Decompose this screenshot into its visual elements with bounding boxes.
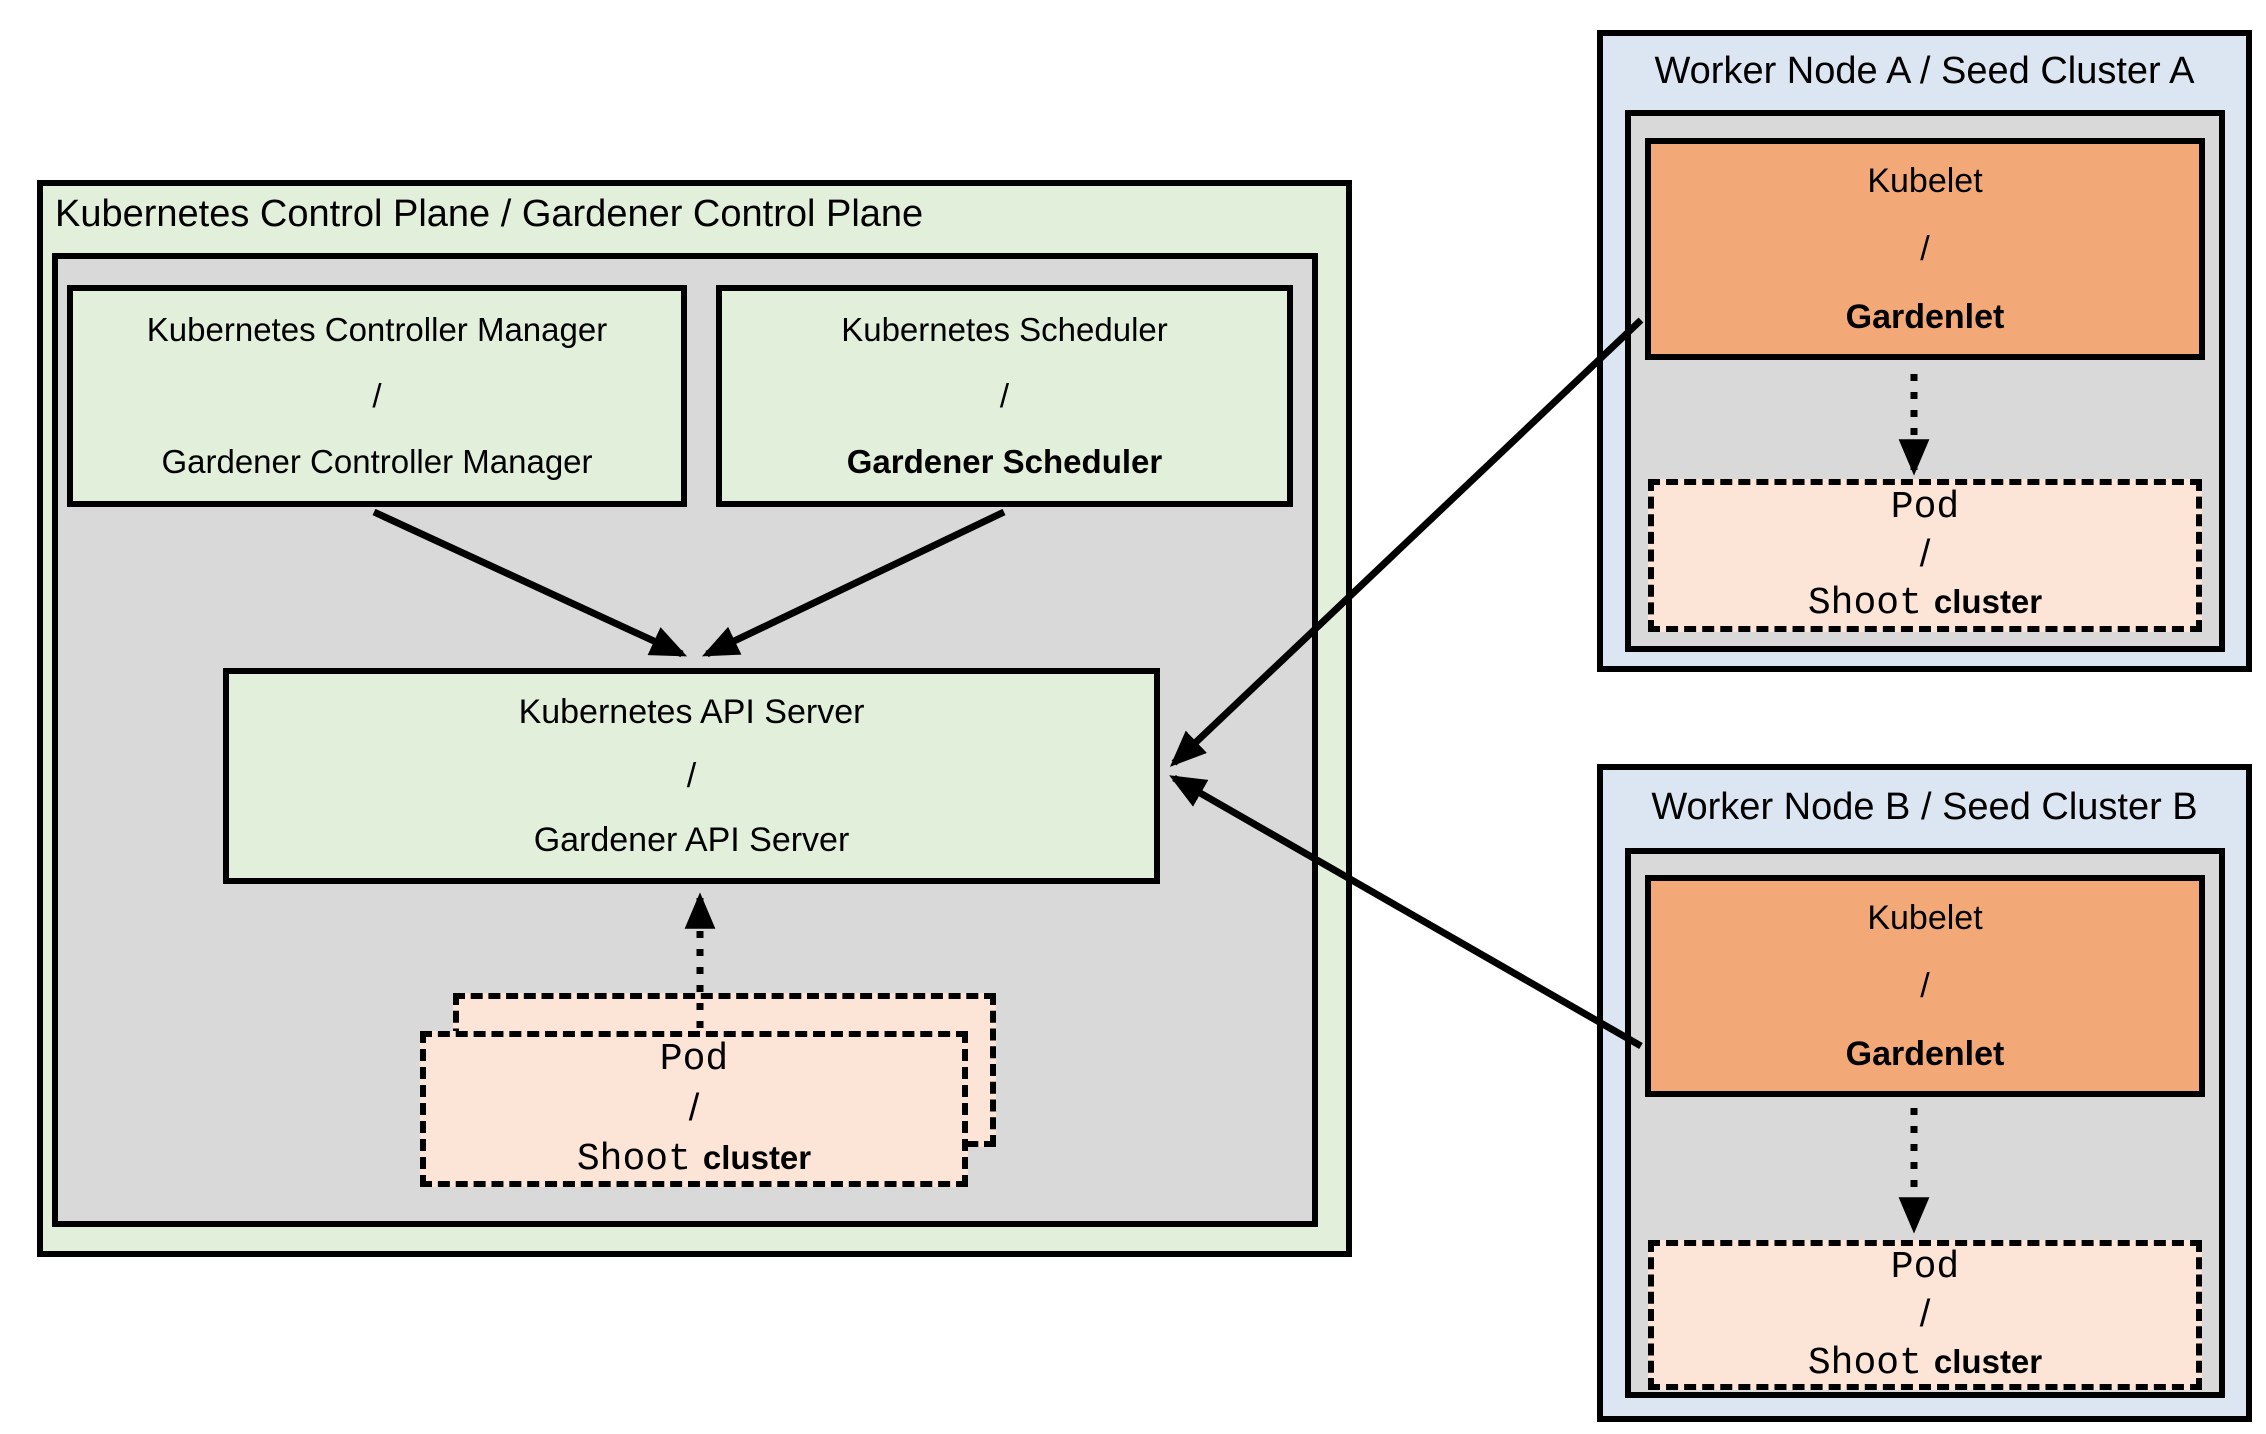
shoot-code-text: Shoot [576, 1137, 691, 1181]
label-line: Pod [659, 1037, 729, 1081]
cluster-plain-text: cluster [1933, 583, 2043, 620]
controller-manager-label: Kubernetes Controller Manager / Gardener… [73, 291, 681, 501]
label-line: Kubernetes API Server [518, 693, 865, 731]
pod-shoot-cluster-box-front: Pod / Shoot cluster [420, 1031, 968, 1187]
label-line: Gardener Controller Manager [161, 443, 593, 480]
cluster-plain-text: cluster [1933, 1342, 2043, 1380]
label-line: Gardenlet [1845, 298, 2005, 336]
label-line: Shoot cluster [1808, 578, 2042, 627]
kubelet-a-label: Kubelet / Gardenlet [1651, 144, 2199, 354]
label-separator: / [688, 1086, 700, 1129]
label-separator: / [1919, 533, 1931, 575]
kubelet-b-label: Kubelet / Gardenlet [1651, 881, 2199, 1091]
label-line: Gardener Scheduler [846, 443, 1163, 480]
pod-b-box: Pod / Shoot cluster [1648, 1240, 2202, 1390]
label-line: Gardenlet [1845, 1035, 2005, 1073]
controller-manager-box: Kubernetes Controller Manager / Gardener… [67, 285, 687, 507]
label-line: Kubelet [1867, 899, 1983, 937]
shoot-code-text: Shoot [1807, 582, 1922, 625]
label-line: Pod [1890, 1245, 1960, 1289]
scheduler-label: Kubernetes Scheduler / Gardener Schedule… [722, 291, 1287, 501]
cluster-plain-text: cluster [702, 1138, 812, 1176]
control-plane-title: Kubernetes Control Plane / Gardener Cont… [55, 193, 924, 235]
shoot-code-text: Shoot [1807, 1341, 1922, 1385]
label-separator: / [1919, 1292, 1931, 1335]
worker-node-b-title: Worker Node B / Seed Cluster B [1651, 786, 2198, 828]
pod-a-label: Pod / Shoot cluster [1654, 485, 2196, 626]
label-separator: / [372, 377, 382, 414]
label-line: Kubernetes Scheduler [841, 311, 1168, 348]
api-server-box: Kubernetes API Server / Gardener API Ser… [223, 668, 1160, 884]
label-line: Kubelet [1867, 162, 1983, 200]
label-separator: / [1920, 230, 1930, 268]
worker-node-a-title: Worker Node A / Seed Cluster A [1654, 50, 2195, 92]
pod-shoot-cluster-label: Pod / Shoot cluster [426, 1037, 962, 1181]
api-server-label: Kubernetes API Server / Gardener API Ser… [229, 674, 1154, 878]
pod-b-label: Pod / Shoot cluster [1654, 1245, 2196, 1387]
label-line: Pod [1890, 486, 1960, 529]
label-separator: / [1920, 967, 1930, 1005]
label-separator: / [999, 377, 1010, 414]
pod-a-box: Pod / Shoot cluster [1648, 479, 2202, 632]
label-line: Kubernetes Controller Manager [146, 311, 608, 348]
label-separator: / [686, 757, 697, 795]
label-line: Shoot cluster [577, 1133, 811, 1184]
scheduler-box: Kubernetes Scheduler / Gardener Schedule… [716, 285, 1293, 507]
kubelet-b-box: Kubelet / Gardenlet [1645, 875, 2205, 1097]
label-line: Shoot cluster [1808, 1338, 2042, 1387]
label-line: Gardener API Server [533, 821, 850, 859]
kubelet-a-box: Kubelet / Gardenlet [1645, 138, 2205, 360]
